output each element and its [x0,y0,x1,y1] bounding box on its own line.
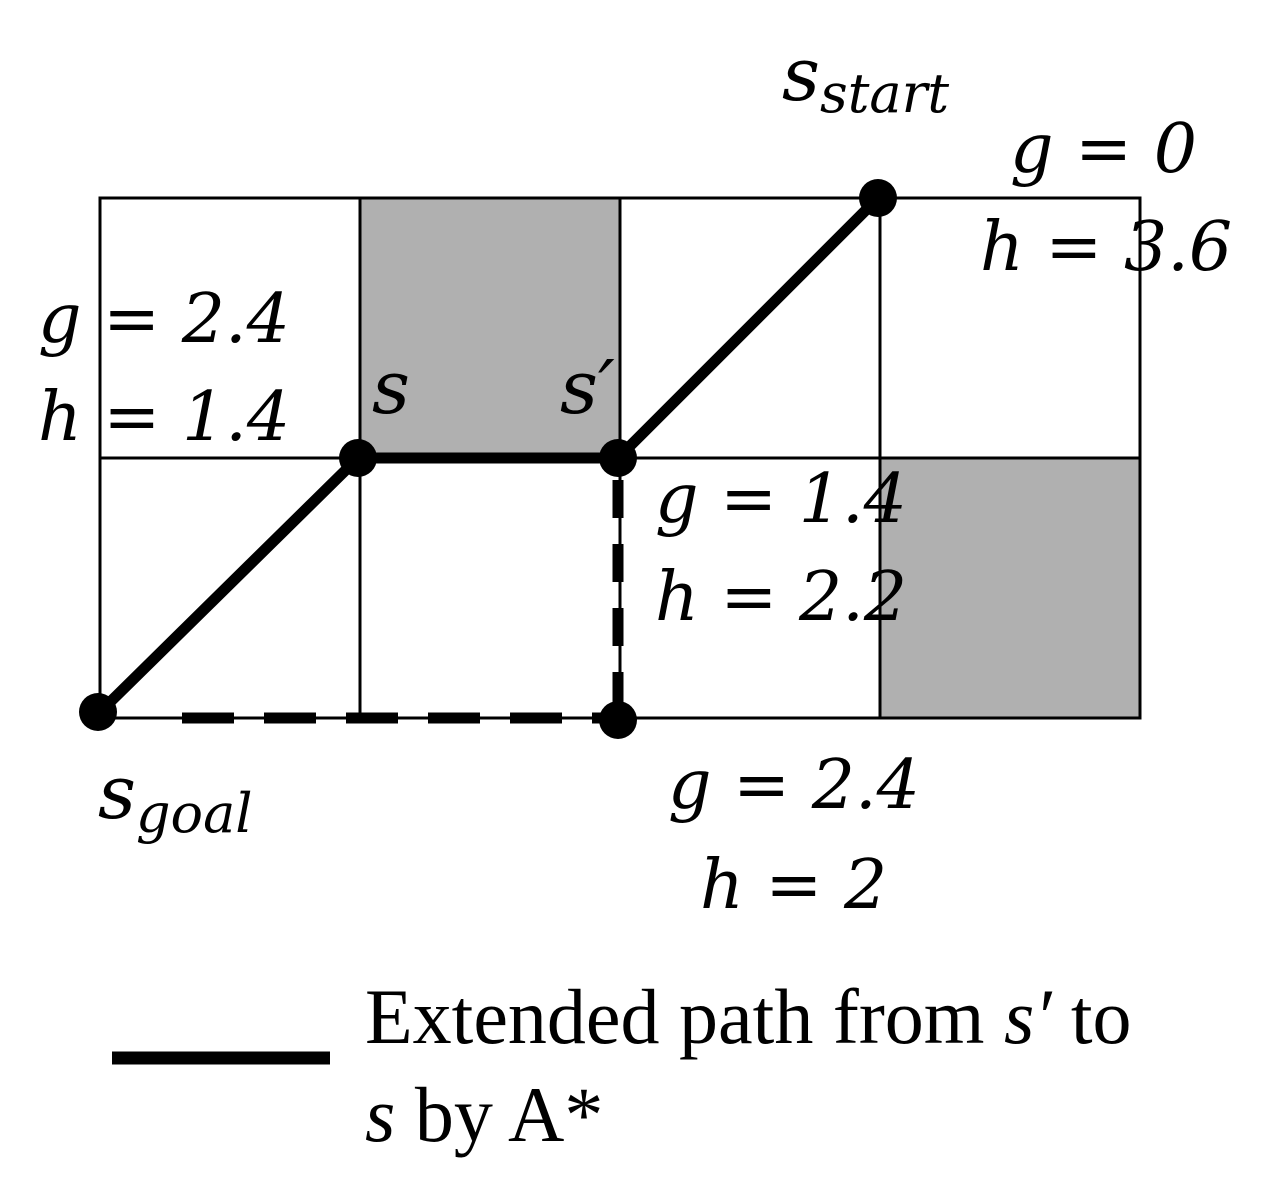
g-label-s-prime: g = 1.4 [655,460,907,539]
shaded-cell-top [360,198,620,458]
g-label-s-start: g = 0 [1010,110,1197,189]
legend-line-1: Extended path from s′ to [365,973,1132,1060]
node-s [339,439,377,477]
node-s-goal [79,693,117,731]
node-s-prime [599,439,637,477]
h-label-corner: h = 2 [700,846,887,925]
node-s-start [859,179,897,217]
h-label-s: h = 1.4 [38,378,290,457]
h-label-s-prime: h = 2.2 [655,558,907,637]
label-s: s [372,345,410,431]
label-s-start: sstart [782,32,949,125]
g-label-s: g = 2.4 [38,280,290,359]
h-label-s-start: h = 3.6 [980,208,1232,287]
legend-line-2: s by A* [365,1071,604,1158]
dashed-path [182,480,624,724]
shaded-cell-bottom-right [880,458,1140,718]
solid-path [94,192,884,718]
label-s-prime: s′ [560,345,615,431]
label-s-goal: sgoal [98,750,253,845]
legend-text: Extended path from s′ to s by A* [365,968,1245,1164]
node-corner [599,701,637,739]
g-label-corner: g = 2.4 [668,746,920,825]
